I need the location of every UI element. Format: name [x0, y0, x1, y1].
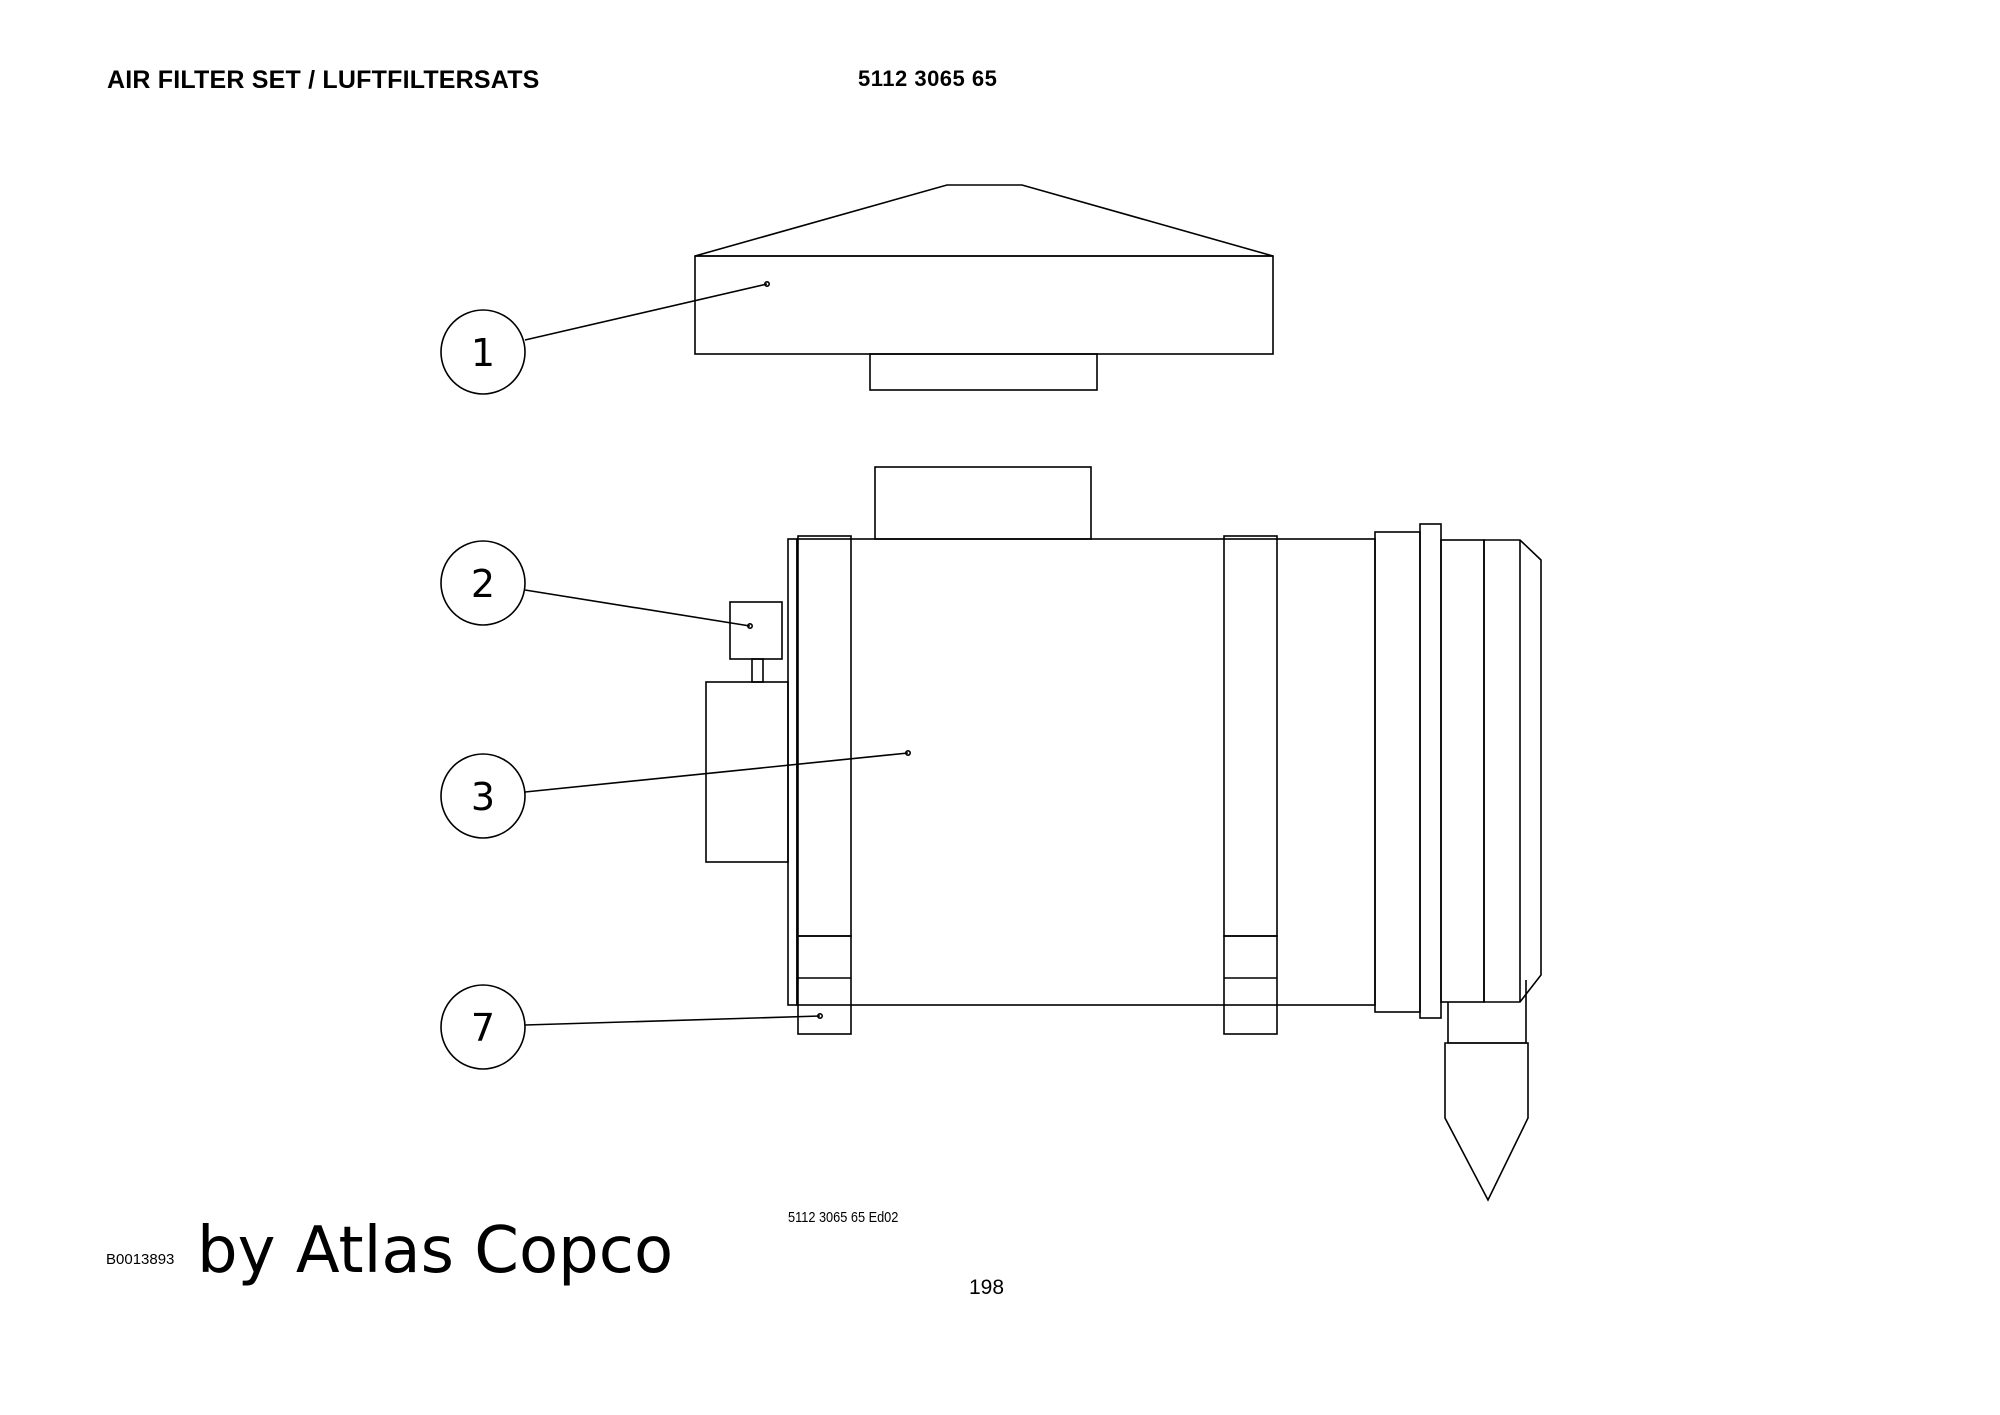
callout-2-label: 2 [471, 562, 495, 606]
drawing-reference: 5112 3065 65 Ed02 [788, 1209, 899, 1226]
filter-cover-part [694, 184, 1274, 391]
document-code: B0013893 [106, 1251, 175, 1268]
clamp-strap-part [797, 535, 1278, 1035]
callout-7: 7 [440, 984, 823, 1070]
service-indicator-part [729, 601, 783, 683]
callout-3-label: 3 [471, 775, 495, 819]
callout-2: 2 [440, 540, 753, 629]
callout-1-label: 1 [471, 331, 495, 375]
callout-1: 1 [440, 280, 770, 395]
filter-housing-part [705, 466, 1542, 1202]
page-title: AIR FILTER SET / LUFTFILTERSATS [107, 66, 540, 94]
callout-7-label: 7 [471, 1006, 495, 1050]
part-number: 5112 3065 65 [858, 66, 998, 91]
callout-3: 3 [440, 749, 911, 839]
brand-text: by Atlas Copco [197, 1214, 674, 1288]
page-number: 198 [969, 1276, 1005, 1299]
